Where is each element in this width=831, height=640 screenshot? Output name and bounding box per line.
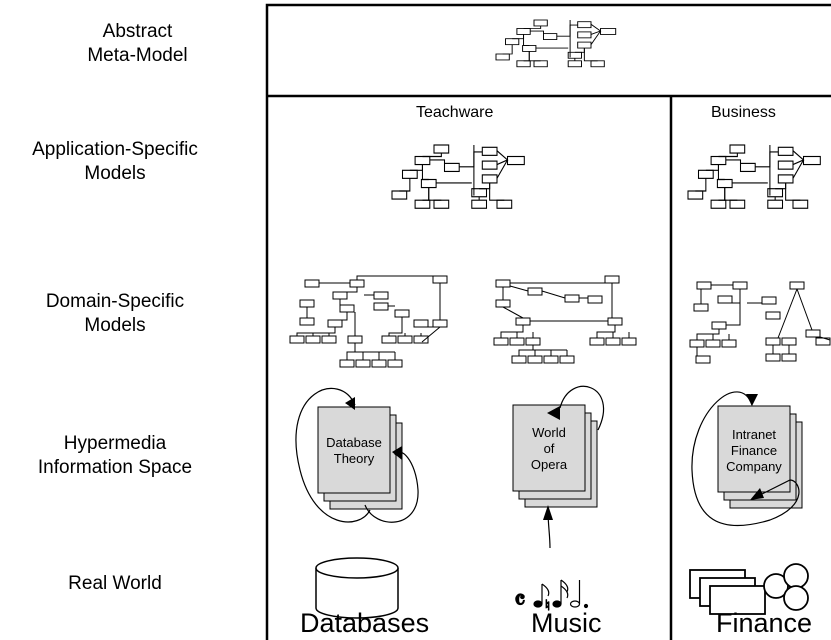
domain-graph-finance-links — [696, 284, 831, 356]
document-label-line: Intranet — [731, 427, 777, 442]
document-label-finance: Intranet Finance Company — [718, 427, 790, 475]
level-label-line: Real World — [68, 573, 162, 594]
database-cylinder-icon — [315, 557, 399, 619]
level-label-line: Domain-Specific — [45, 291, 185, 312]
music-notes-icon: 𝄴 ♮ — [513, 579, 589, 617]
document-label-opera: World of Opera — [513, 425, 585, 473]
level-label-line: Models — [84, 163, 146, 184]
domain-label-music: Music — [531, 608, 602, 638]
level-label-line: Abstract — [102, 21, 173, 42]
level-label-line: Hypermedia — [63, 433, 167, 454]
svg-text:♮: ♮ — [545, 598, 550, 614]
svg-text:𝄴: 𝄴 — [514, 586, 526, 616]
diagram-frame — [265, 3, 831, 640]
domain-graph-finance — [689, 281, 831, 364]
level-label-application: Application-Specific Models — [0, 138, 230, 186]
level-label-line: Application-Specific — [32, 139, 198, 160]
document-label-line: Finance — [730, 443, 778, 458]
level-label-realworld: Real World — [10, 572, 220, 596]
business-model-graph — [687, 144, 821, 209]
level-label-domain: Domain-Specific Models — [10, 290, 220, 338]
domain-graph-databases-links — [296, 275, 441, 360]
hyperlink-loops — [295, 385, 800, 549]
meta-model-graph — [495, 19, 617, 68]
level-label-line: Information Space — [37, 457, 193, 478]
finance-coins-icon — [689, 563, 809, 615]
teachware-model-graph — [391, 144, 525, 209]
document-label-line: of — [543, 441, 555, 456]
arrow-heads — [345, 394, 764, 520]
domain-label-finance: Finance — [716, 608, 813, 638]
document-label-line: Company — [726, 459, 782, 474]
document-label-line: Theory — [333, 451, 375, 466]
document-label-line: Database — [326, 435, 382, 450]
domain-label-databases: Databases — [300, 608, 430, 638]
document-label-line: Opera — [530, 457, 568, 472]
level-label-line: Models — [84, 315, 146, 336]
level-label-abstract: Abstract Meta-Model — [30, 20, 245, 68]
level-label-line: Meta-Model — [87, 45, 188, 66]
column-title-business: Business — [711, 104, 776, 121]
domain-graph-music-links — [500, 282, 630, 356]
domain-graph-databases — [289, 275, 448, 368]
level-label-hypermedia: Hypermedia Information Space — [0, 432, 230, 480]
document-label-line: World — [532, 425, 566, 440]
document-label-db: Database Theory — [318, 435, 390, 467]
column-title-teachware: Teachware — [416, 104, 494, 121]
